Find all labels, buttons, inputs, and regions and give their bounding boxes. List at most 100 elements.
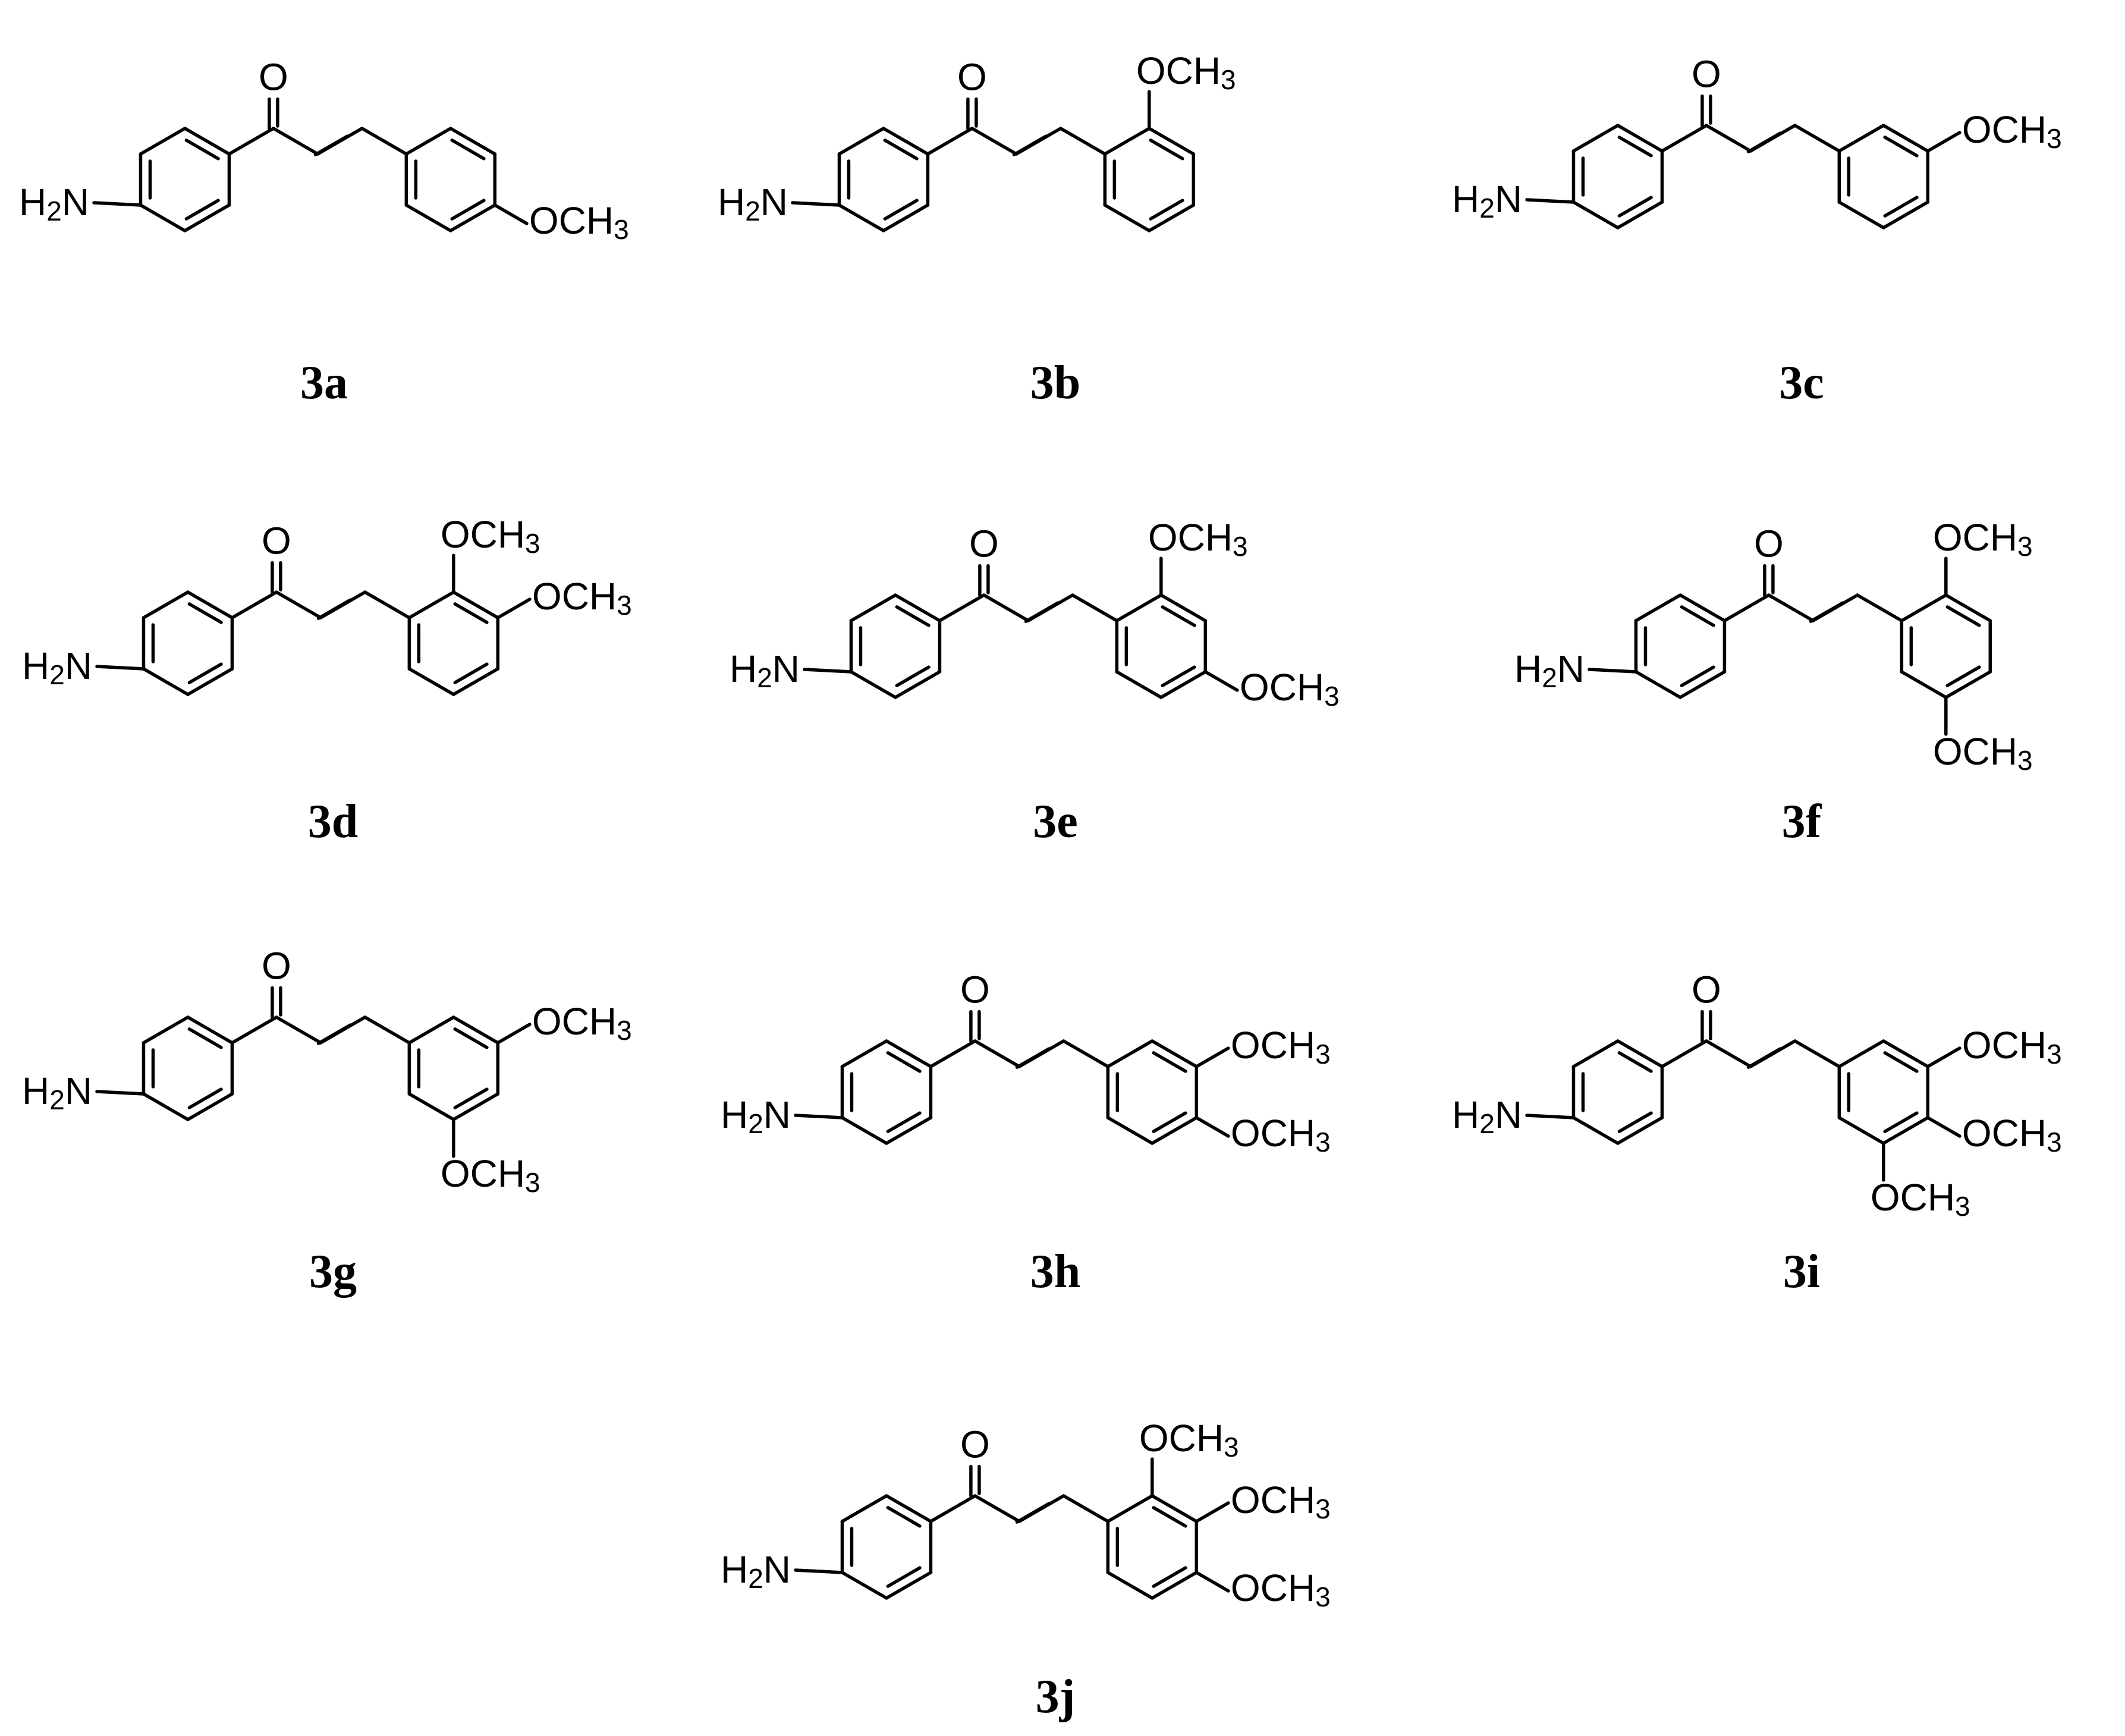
ring-a-inner-bond (187, 1087, 223, 1109)
ring-a-bond (186, 667, 234, 696)
compound-label: 3a (300, 357, 348, 409)
ring-a-bond (186, 1015, 234, 1045)
ring-b-bond (1882, 1116, 1930, 1145)
ring-b-inner-bond (1152, 1566, 1187, 1588)
aryl-carbonyl-bond (929, 1039, 977, 1068)
carbonyl-oxygen-label: O (1754, 523, 1784, 565)
ring-b-bond (452, 590, 500, 619)
aryl-carbonyl-bond (1660, 124, 1708, 153)
methoxy-label: OCH3 (1136, 49, 1236, 95)
carbonyl-oxygen-label: O (957, 56, 987, 99)
methoxy-label: OCH3 (1933, 730, 2033, 776)
ring-a-bond (882, 203, 930, 232)
aryl-carbonyl-bond (230, 590, 278, 619)
carbonyl-oxygen-label: O (960, 968, 990, 1011)
ring-b-bond (1115, 670, 1163, 699)
ring-a-bond (1616, 1116, 1664, 1145)
ring-b-bond (407, 1092, 455, 1121)
c-n-bond (794, 1114, 844, 1119)
ring-b-inner-bond (453, 1087, 489, 1109)
methoxy-label: OCH3 (1231, 1479, 1331, 1524)
ring-a-bond (885, 1571, 933, 1600)
ring-a-inner-bond (187, 602, 223, 624)
ring-a-bond (142, 590, 190, 619)
methoxy-bond (1926, 1116, 1961, 1138)
ring-a-bond (1634, 593, 1682, 622)
ring-a-inner-bond (1680, 665, 1715, 687)
c-n-bond (791, 201, 841, 207)
methoxy-bond (493, 203, 529, 225)
ring-b-bond (1148, 203, 1196, 232)
ring-a-inner-bond (187, 1027, 223, 1049)
carbonyl-alpha-bond (973, 1494, 1021, 1523)
c-n-bond (95, 1090, 146, 1096)
ring-a-bond (894, 593, 942, 622)
carbonyl-oxygen-label: O (960, 1423, 990, 1466)
methoxy-label: OCH3 (529, 199, 629, 245)
carbonyl-oxygen-label: O (969, 523, 999, 565)
compound-label: 3f (1782, 795, 1822, 848)
ring-b-inner-bond (453, 1027, 489, 1049)
methoxy-label: OCH3 (1962, 1112, 2062, 1158)
ring-b-bond (407, 590, 455, 619)
ring-a-bond (142, 667, 190, 696)
methoxy-label: OCH3 (1139, 1417, 1239, 1463)
carbonyl-alpha-bond (275, 590, 323, 619)
ring-a-bond (183, 127, 231, 156)
carbonyl-alpha-bond (272, 127, 320, 156)
compound-label: 3c (1779, 357, 1824, 409)
ring-b-inner-bond (1152, 1506, 1187, 1528)
ring-a-inner-bond (895, 605, 931, 627)
alkene-inner-bond (1015, 1047, 1051, 1069)
ring-b-bond (1837, 1039, 1885, 1068)
compound-label: 3b (1030, 357, 1081, 409)
ring-a-bond (139, 127, 187, 156)
ring-a-bond (1678, 593, 1727, 622)
ring-a-bond (1616, 200, 1664, 229)
vinyl-aryl-bond (363, 1015, 411, 1045)
amine-label: H2N (721, 1093, 791, 1139)
carbonyl-alpha-bond (1705, 1039, 1753, 1068)
vinyl-aryl-bond (1793, 124, 1841, 153)
compound-label: 3d (308, 795, 359, 848)
ring-b-inner-bond (1161, 665, 1196, 687)
ring-a-bond (840, 1571, 888, 1600)
methoxy-bond (1194, 1116, 1230, 1138)
alkene-inner-bond (1024, 601, 1060, 623)
ring-a-bond (840, 1116, 888, 1145)
ring-a-bond (849, 593, 897, 622)
c-n-bond (794, 1568, 844, 1574)
ring-a-inner-bond (184, 199, 220, 221)
methoxy-label: OCH3 (1231, 1112, 1331, 1158)
vinyl-aryl-bond (1071, 593, 1119, 622)
ring-a-bond (849, 670, 897, 699)
ring-a-bond (882, 127, 930, 156)
amine-label: H2N (1452, 178, 1522, 224)
ring-b-bond (1882, 200, 1930, 229)
ring-a-bond (885, 1116, 933, 1145)
methoxy-label: OCH3 (1231, 1567, 1331, 1612)
ring-b-inner-bond (450, 139, 486, 161)
vinyl-aryl-bond (1793, 1039, 1841, 1068)
carbonyl-oxygen-label: O (1692, 968, 1721, 1011)
methoxy-label: OCH3 (532, 1000, 632, 1046)
amine-label: H2N (22, 1070, 92, 1115)
methoxy-bond (1194, 1571, 1230, 1593)
ring-a-inner-bond (886, 1111, 922, 1133)
ring-a-inner-bond (1617, 136, 1653, 158)
methoxy-label: OCH3 (1933, 516, 2033, 562)
ring-b-inner-bond (453, 662, 489, 684)
ring-b-bond (1882, 1039, 1930, 1068)
vinyl-aryl-bond (363, 590, 411, 619)
ring-b-inner-bond (1883, 136, 1919, 158)
ring-b-inner-bond (1945, 665, 1981, 687)
methoxy-bond (496, 1023, 532, 1045)
ring-b-bond (1837, 124, 1885, 153)
